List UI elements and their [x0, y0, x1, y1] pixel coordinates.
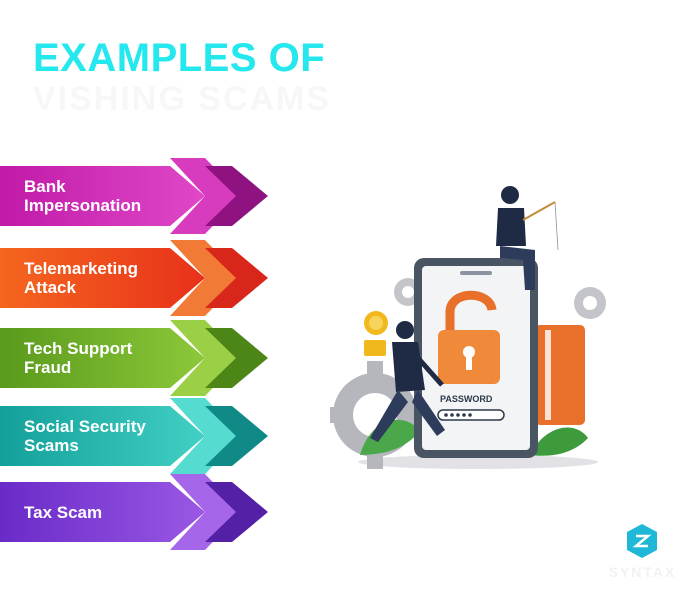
arrow-item-tax-scam: Tax Scam	[0, 474, 275, 550]
arrow-label: Tax Scam	[24, 502, 103, 522]
arrow-item-social-security-scams: Social Security Scams	[0, 398, 275, 474]
small-gear-icon	[574, 287, 606, 319]
syntax-logo: SYNTAX	[595, 520, 690, 590]
logo-hexagon-icon	[627, 524, 657, 558]
password-label: PASSWORD	[440, 394, 493, 404]
arrow-item-telemarketing-attack: Telemarketing Attack	[0, 240, 275, 316]
padlock-icon	[438, 290, 500, 384]
arrow-label: Tech Support Fraud	[24, 339, 133, 377]
arrow-shape	[0, 320, 268, 396]
arrow-shape	[0, 158, 268, 234]
heading-line-2: VISHING SCAMS	[33, 80, 332, 118]
arrow-shape	[0, 240, 268, 316]
hacker-figure-running	[370, 321, 445, 442]
arrow-label: Social Security Scams	[24, 417, 146, 455]
phone-hacker-illustration: PASSWORD	[321, 180, 610, 485]
arrow-shape	[0, 474, 268, 550]
coin-icon	[364, 311, 388, 356]
heading-line-1: EXAMPLES OF	[33, 36, 326, 80]
arrow-label: Telemarketing Attack	[24, 259, 139, 297]
logo-text: SYNTAX	[608, 564, 677, 580]
arrow-shape	[0, 398, 268, 474]
credit-card-icon	[535, 325, 585, 425]
hacker-figure-top	[496, 186, 559, 290]
arrow-item-bank-impersonation: Bank Impersonation	[0, 158, 275, 234]
illustration-graphic: PASSWORD	[321, 186, 606, 469]
arrow-item-tech-support-fraud: Tech Support Fraud	[0, 320, 275, 396]
arrow-label: Bank Impersonation	[24, 177, 142, 215]
